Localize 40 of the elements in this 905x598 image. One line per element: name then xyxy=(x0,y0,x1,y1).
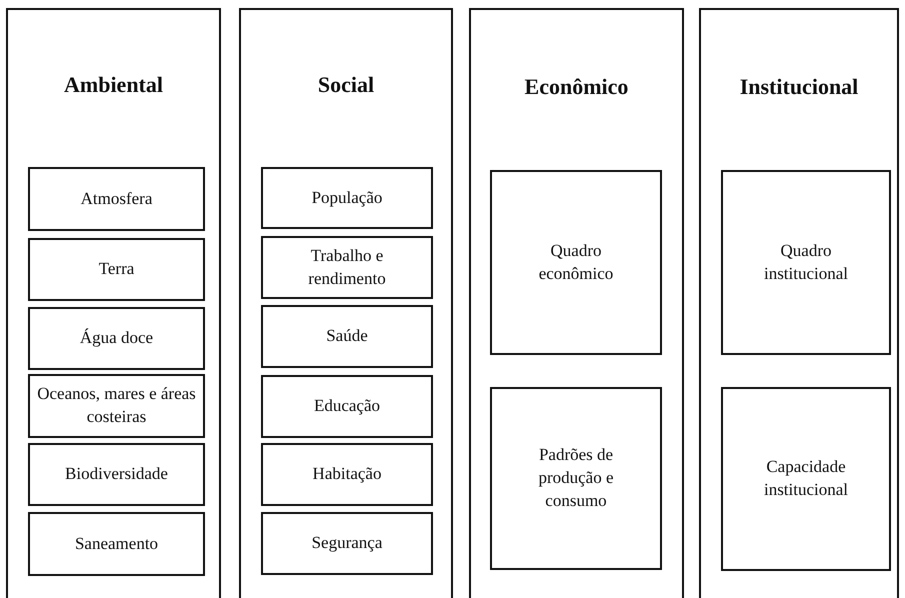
topic-box xyxy=(28,238,205,301)
topic-label: Saneamento xyxy=(74,532,158,555)
topic-label: Padrões de produção e consumo xyxy=(537,444,615,512)
topic-label: Atmosfera xyxy=(80,188,152,210)
topic-label: Terra xyxy=(98,258,134,280)
topic-box xyxy=(28,307,205,370)
column-title: Social xyxy=(318,72,374,97)
topic-box xyxy=(261,236,433,299)
topic-box xyxy=(28,512,205,576)
topic-box xyxy=(28,374,205,438)
topic-label: Biodiversidade xyxy=(65,463,168,486)
topic-box xyxy=(261,167,433,229)
topic-box xyxy=(261,375,433,438)
topic-box xyxy=(261,512,433,575)
column-title: Institucional xyxy=(740,74,858,99)
topic-box xyxy=(28,443,205,506)
topic-label: Oceanos, mares e áreas costeiras xyxy=(36,383,196,428)
topic-label: Saúde xyxy=(326,325,368,348)
topic-label: Água doce xyxy=(80,327,154,350)
topic-label: Segurança xyxy=(312,532,382,554)
topic-label: Capacidade institucional xyxy=(762,456,850,501)
topic-box xyxy=(721,387,891,571)
topic-label: Habitação xyxy=(312,463,382,486)
column-title: Econômico xyxy=(524,74,628,99)
topic-label: População xyxy=(312,186,382,209)
category-column xyxy=(469,8,684,598)
topic-box xyxy=(28,167,205,231)
topic-box xyxy=(490,387,662,570)
category-column xyxy=(239,8,453,598)
category-column xyxy=(6,8,221,598)
topic-label: Trabalho e rendimento xyxy=(307,244,387,290)
category-column xyxy=(699,8,899,598)
topic-box xyxy=(261,305,433,368)
topic-label: Quadro econômico xyxy=(538,240,614,284)
column-title: Ambiental xyxy=(64,72,163,97)
topic-box xyxy=(721,170,891,355)
topic-label: Educação xyxy=(314,395,380,418)
topic-box xyxy=(261,443,433,506)
topic-label: Quadro institucional xyxy=(762,240,850,284)
topic-box xyxy=(490,170,662,355)
